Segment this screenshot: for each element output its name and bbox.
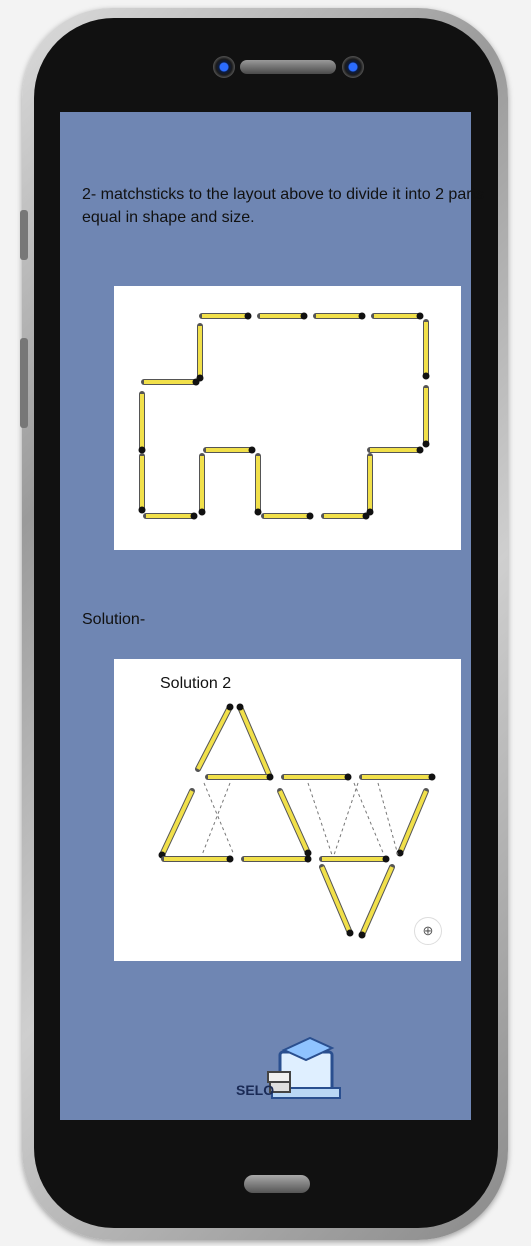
matchstick [322,856,390,863]
matchstick [206,447,256,454]
matchstick [362,774,436,781]
dashed-guide [202,783,230,855]
matchstick [198,704,234,770]
matchstick [374,313,424,320]
dashed-guide [378,783,398,855]
puzzle-image [114,286,461,550]
matchstick-layout [114,286,461,550]
matchstick [237,704,271,778]
matchstick [359,867,393,939]
matchstick [284,774,352,781]
matchstick [146,513,198,520]
matchstick [255,456,262,516]
matchstick [367,456,374,516]
matchstick [139,456,146,514]
matchstick [164,856,234,863]
matchstick [322,867,354,937]
matchstick [197,326,204,382]
matchstick [316,313,366,320]
speaker-grille [240,60,336,74]
question-text: 2- matchsticks to the layout above to di… [82,183,502,229]
matchstick [264,513,314,520]
power-button[interactable] [20,338,28,428]
matchstick [139,394,146,454]
solution-label: Solution- [82,611,145,629]
camera-icon [213,56,235,78]
matchstick [208,774,274,781]
matchstick [423,322,430,380]
home-button[interactable] [244,1175,310,1193]
dashed-guide [334,783,358,855]
matchstick [280,791,312,857]
logo-text: SELO [236,1082,274,1098]
matchstick [260,313,308,320]
matchstick [144,379,200,386]
zoom-icon[interactable]: ⊕ [414,917,442,945]
matchstick [202,313,252,320]
dashed-guide [204,783,234,855]
matchstick [199,456,206,516]
selo-logo: SELO [232,1030,342,1115]
matchstick [159,791,193,859]
matchstick [423,388,430,448]
matchstick [397,791,427,857]
dashed-guide [354,783,384,855]
volume-button[interactable] [20,210,28,260]
matchstick [244,856,312,863]
sensor-icon [342,56,364,78]
solution-image: Solution 2 ⊕ [114,659,461,961]
dashed-guide [308,783,332,855]
matchstick [370,447,424,454]
solution-matchstick-diagram [114,659,461,961]
matchstick [324,513,370,520]
